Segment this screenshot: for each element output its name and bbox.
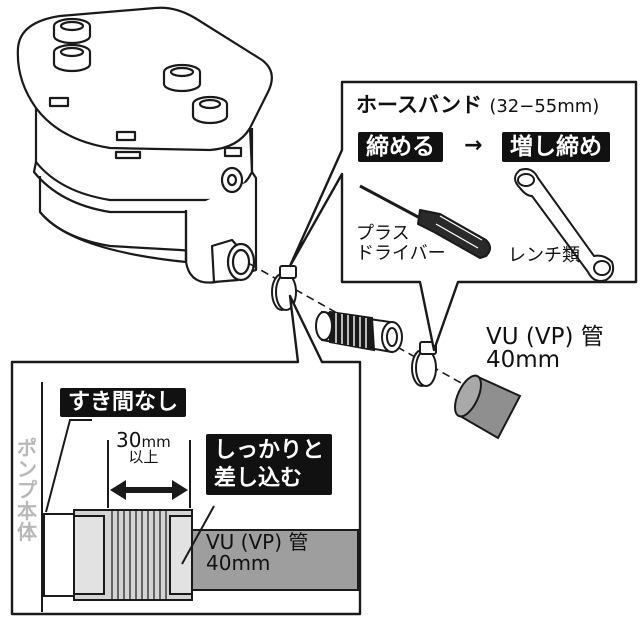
insertion-depth-value: 30 (116, 428, 142, 452)
no-gap-chip: すき間なし (60, 388, 187, 418)
detail-pipe-label-line1: VU (VP) 管 (206, 530, 309, 554)
hose-band-size-range: (32−55mm) (489, 96, 600, 117)
pipe-label-line2: 40mm (486, 347, 561, 373)
detail-pipe-label-line2: 40mm (206, 551, 271, 575)
insertion-depth-label: 30mm 以上 (116, 430, 171, 465)
pump-outlet-detail (43, 513, 75, 597)
insertion-depth-dimension (107, 440, 191, 508)
insert-firmly-chip: しっかりと 差し込む (206, 434, 333, 495)
hose-band-callout (288, 80, 638, 352)
insert-firmly-line2: 差し込む (214, 465, 303, 491)
step-arrow: → (464, 133, 483, 158)
screwdriver (359, 184, 491, 259)
screwdriver-label-line2: ドライバー (356, 242, 446, 264)
wrench (514, 168, 615, 282)
no-gap-leader (45, 419, 92, 513)
pump-unit (16, 6, 273, 284)
insert-firmly-line1: しっかりと (214, 438, 325, 463)
tighten-step-chip: 締める (358, 132, 443, 163)
insertion-depth-unit: mm (141, 433, 171, 451)
screwdriver-label-line1: プラス (356, 223, 410, 244)
insertion-depth-suffix: 以上 (128, 448, 159, 466)
vu-pipe (454, 374, 522, 440)
coupling-detail (73, 509, 193, 601)
wrench-label: レンチ類 (508, 245, 580, 266)
hose-band-title: ホースバンド (32−55mm) (356, 93, 600, 117)
pump-body-label: ポンプ本体 (17, 436, 37, 544)
hose-band-title-text: ホースバンド (356, 93, 482, 117)
pipe-label-line1: VU (VP) 管 (486, 324, 604, 350)
detail-pipe-label: VU (VP) 管 40mm (206, 532, 308, 574)
pipe-label: VU (VP) 管 40mm (486, 326, 604, 372)
insert-leader (181, 505, 215, 565)
screwdriver-label: プラス ドライバー (356, 224, 446, 264)
hose-band-clamp-right (411, 341, 437, 387)
retighten-step-chip: 増し締め (502, 132, 610, 163)
flexible-coupling (315, 310, 403, 354)
